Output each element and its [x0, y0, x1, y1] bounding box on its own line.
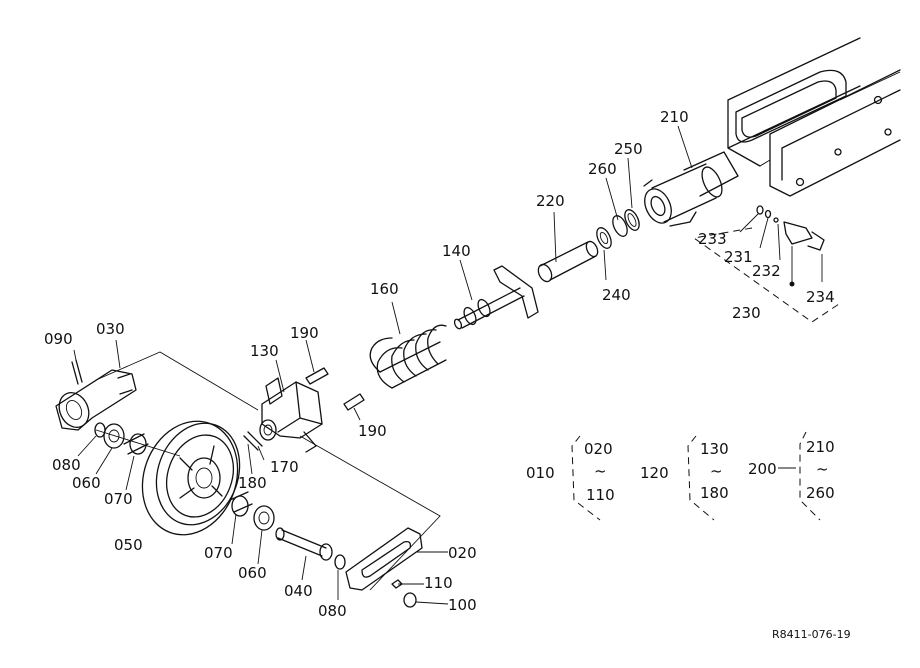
ring-260 — [612, 215, 628, 237]
group-label-200: 200 — [748, 460, 777, 478]
adjuster-140 — [453, 265, 539, 330]
shaft-040 — [275, 527, 333, 561]
bracket-130 — [259, 377, 323, 453]
ring-080-right — [334, 554, 346, 570]
bolt-190-lower — [343, 393, 365, 411]
group-label-120: 120 — [640, 464, 669, 482]
label-040: 040 — [284, 582, 313, 600]
label-240: 240 — [602, 286, 631, 304]
drawing-code: R8411-076-19 — [772, 628, 851, 641]
rod-220 — [537, 240, 599, 283]
group-start-130: 130 — [700, 440, 729, 458]
group-tilde-010: ~ — [594, 462, 607, 480]
bolt-190-upper — [305, 367, 329, 385]
label-070: 070 — [104, 490, 133, 508]
label-140: 140 — [442, 242, 471, 260]
label-180: 180 — [238, 474, 267, 492]
label-190: 190 — [290, 324, 319, 342]
group-end-110: 110 — [586, 486, 615, 504]
group-tilde-120: ~ — [710, 462, 723, 480]
group-start-020: 020 — [584, 440, 613, 458]
label-250: 250 — [614, 140, 643, 158]
label-160: 160 — [370, 280, 399, 298]
recoil-spring-160 — [369, 324, 447, 389]
label-220: 220 — [536, 192, 565, 210]
bushing-070-right — [229, 491, 253, 517]
label-100: 100 — [448, 596, 477, 614]
track-frame — [727, 37, 901, 197]
plate-020 — [345, 527, 423, 591]
label-030: 030 — [96, 320, 125, 338]
group-bracket-200 — [778, 431, 821, 521]
grease-valve-assembly-230 — [756, 205, 825, 287]
pin-170 — [243, 431, 263, 451]
group-tilde-200: ~ — [816, 460, 829, 478]
label-231: 231 — [724, 248, 753, 266]
label-080b: 080 — [318, 602, 347, 620]
fork-030 — [55, 369, 137, 431]
label-232: 232 — [752, 262, 781, 280]
label-080: 080 — [52, 456, 81, 474]
label-190b: 190 — [358, 422, 387, 440]
pin-090 — [71, 359, 83, 385]
group-end-260: 260 — [806, 484, 835, 502]
bearing-060-right — [253, 505, 275, 531]
bushing-070-left — [123, 433, 149, 455]
label-020: 020 — [448, 544, 477, 562]
cylinder-housing-210 — [643, 151, 739, 227]
label-060b: 060 — [238, 564, 267, 582]
label-090: 090 — [44, 330, 73, 348]
group-bracket-010 — [571, 435, 601, 521]
leader-lines — [73, 125, 823, 605]
label-233: 233 — [698, 230, 727, 248]
ring-240 — [596, 227, 612, 249]
group-start-210: 210 — [806, 438, 835, 456]
label-060: 060 — [72, 474, 101, 492]
ring-250 — [624, 209, 640, 231]
group-label-010: 010 — [526, 464, 555, 482]
label-230: 230 — [732, 304, 761, 322]
label-130: 130 — [250, 342, 279, 360]
label-210: 210 — [660, 108, 689, 126]
idler-wheel-050 — [141, 420, 241, 536]
ring-100 — [403, 592, 417, 608]
group-end-180: 180 — [700, 484, 729, 502]
label-110: 110 — [424, 574, 453, 592]
label-070b: 070 — [204, 544, 233, 562]
bearing-060-left — [103, 423, 125, 449]
label-260: 260 — [588, 160, 617, 178]
label-170: 170 — [270, 458, 299, 476]
group-bracket-120 — [687, 435, 715, 521]
label-234: 234 — [806, 288, 835, 306]
label-050: 050 — [114, 536, 143, 554]
